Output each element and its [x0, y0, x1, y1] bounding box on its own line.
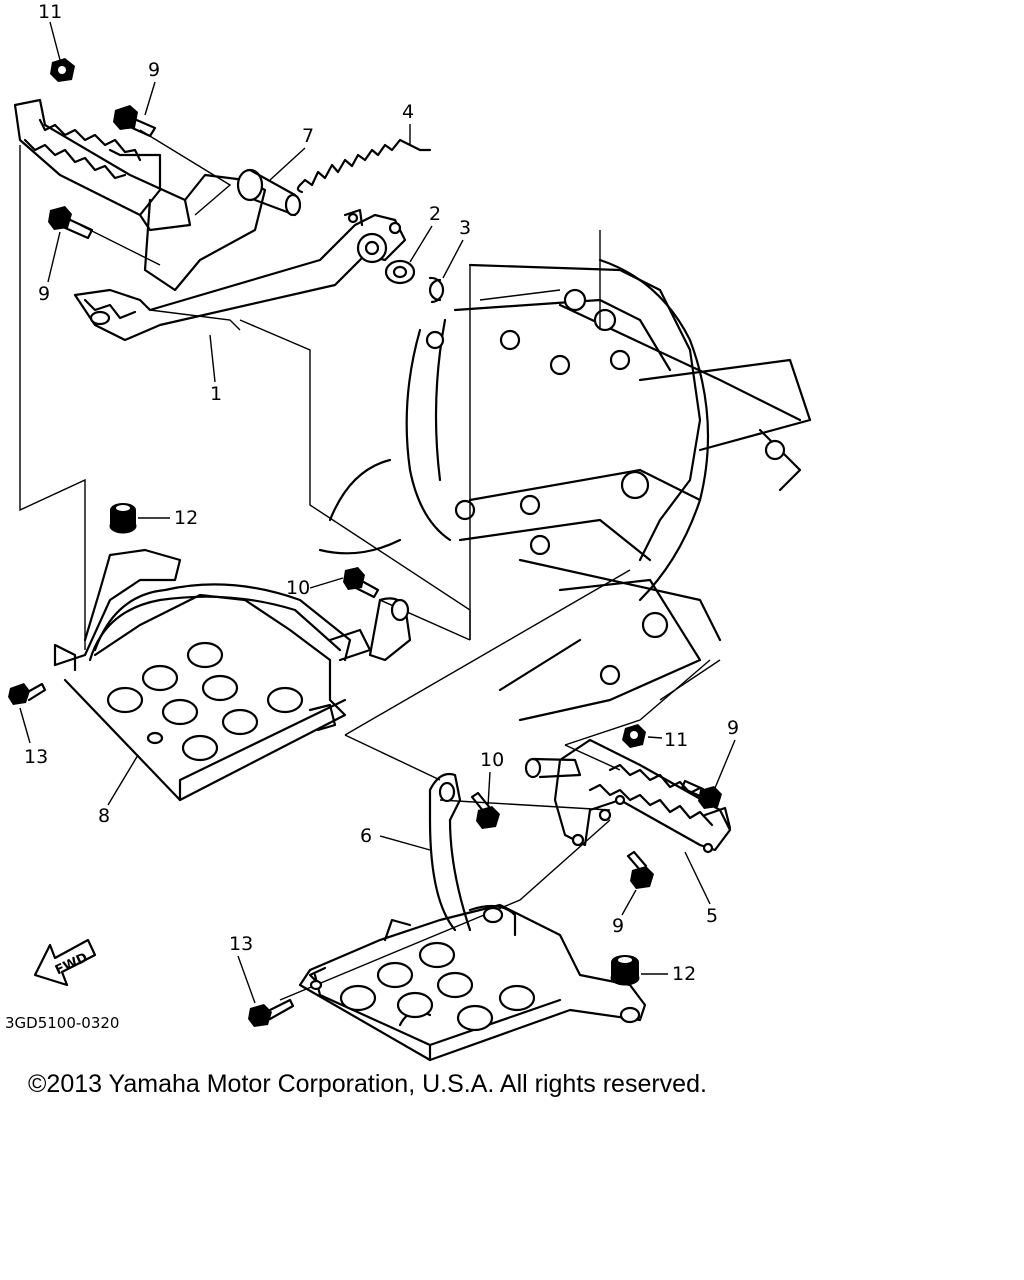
diagram-code: 3GD5100-0320 [5, 1014, 119, 1032]
grommet-12-left [109, 503, 137, 534]
bolt-13-left [8, 682, 47, 705]
copyright-notice: ©2013 Yamaha Motor Corporation, U.S.A. A… [28, 1070, 707, 1098]
callout-13-left: 13 [24, 746, 48, 768]
callout-8: 8 [98, 805, 110, 827]
bolt-10-right [470, 791, 500, 829]
fwd-arrow-icon: FWD [33, 938, 97, 987]
callout-1: 1 [210, 383, 222, 405]
nut-11-top [50, 58, 75, 82]
right-footrest-bracket [524, 738, 732, 854]
callouts: 11 9 7 4 2 3 9 1 12 10 13 8 11 9 10 6 9 [19, 1, 739, 1004]
callout-11-right: 11 [664, 729, 688, 751]
callout-12-right: 12 [672, 963, 696, 985]
brake-pedal [73, 208, 407, 342]
bolt-13-bottom [248, 998, 295, 1027]
callout-13-bottom: 13 [229, 933, 253, 955]
callout-9-top: 9 [148, 59, 160, 81]
fwd-label: FWD [53, 950, 90, 978]
bolt-10-left [343, 567, 380, 599]
callout-5: 5 [706, 905, 718, 927]
callout-9-right-bottom: 9 [612, 915, 624, 937]
right-footboard [298, 772, 647, 1062]
return-spring [296, 138, 432, 194]
callout-7: 7 [302, 125, 314, 147]
callout-11-top: 11 [38, 1, 62, 23]
callout-9-left: 9 [38, 283, 50, 305]
bolt-9-right-bottom [626, 850, 654, 889]
left-footrest-bracket [13, 98, 302, 292]
parts-diagram: FWD 11 9 7 4 2 3 9 1 12 10 13 8 11 9 10 [5, 1, 812, 1062]
callout-10-right: 10 [480, 749, 504, 771]
left-footboard [53, 548, 412, 802]
bolt-9-top [113, 105, 157, 138]
callout-4: 4 [402, 101, 414, 123]
callout-3: 3 [459, 217, 471, 239]
washer-and-clip [384, 259, 445, 304]
callout-6: 6 [360, 825, 372, 847]
grommet-12-right [610, 955, 640, 986]
nut-11-right [622, 724, 646, 748]
callout-12-left: 12 [174, 507, 198, 529]
callout-9-right-top: 9 [727, 717, 739, 739]
callout-2: 2 [429, 203, 441, 225]
callout-10-left: 10 [286, 577, 310, 599]
bolt-9-left [48, 206, 94, 240]
bolt-9-right-top [680, 779, 722, 809]
frame-drawing [318, 230, 812, 722]
